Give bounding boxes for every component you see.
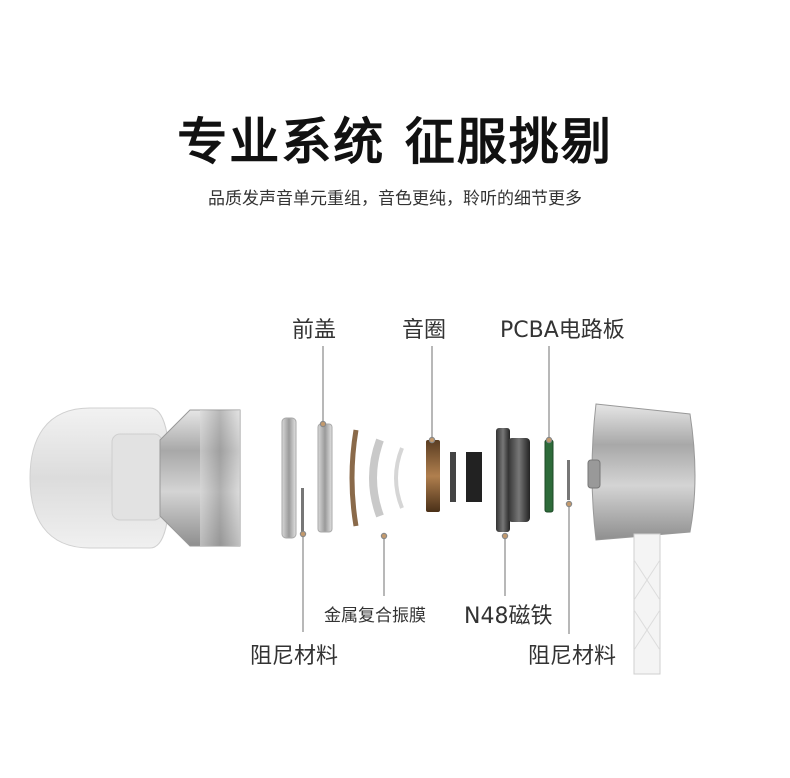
damping-right-part: [567, 460, 570, 500]
rear-housing: [587, 403, 696, 541]
ear-tip: [29, 407, 171, 549]
pcba-part: [544, 439, 554, 513]
voice-coil-part: [426, 440, 440, 512]
label-voice-coil: 音圈: [402, 318, 447, 343]
small-magnet-part: [450, 452, 456, 502]
cable: [633, 533, 661, 675]
label-damping-left: 阻尼材料: [250, 644, 339, 669]
magnet-part: [496, 428, 530, 532]
label-damping-right: 阻尼材料: [528, 644, 617, 669]
label-magnet: N48磁铁: [464, 604, 553, 629]
damping-left-part: [301, 488, 304, 532]
front-housing: [159, 409, 241, 547]
page-title: 专业系统 征服挑剔: [177, 113, 613, 171]
label-pcba: PCBA电路板: [500, 318, 625, 343]
diaphragm-part: [349, 429, 404, 527]
label-front-cover: 前盖: [292, 318, 337, 343]
magnet-core-part: [466, 452, 482, 502]
label-diaphragm: 金属复合振膜: [324, 606, 426, 626]
front-cover-part: [281, 417, 333, 539]
page-subtitle: 品质发声音单元重组，音色更纯，聆听的细节更多: [208, 189, 582, 209]
